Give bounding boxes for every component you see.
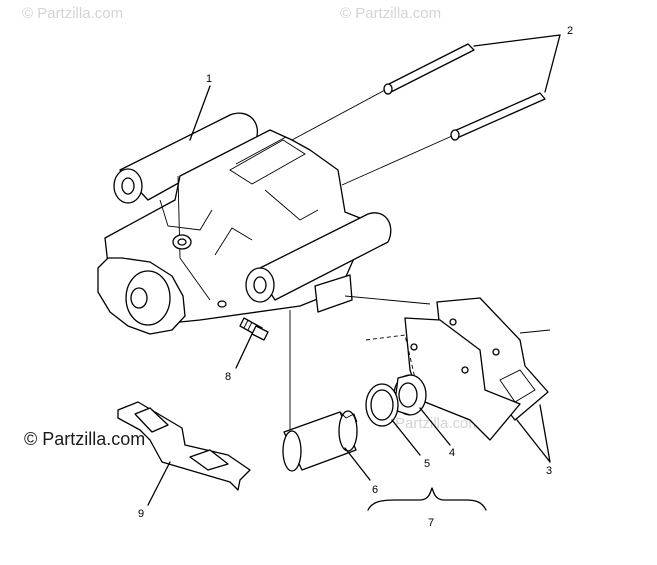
guide-line-right (519, 329, 551, 334)
callout-4: 4 (449, 447, 455, 459)
leader-3b (539, 404, 551, 463)
callout-3: 3 (546, 465, 552, 477)
leader-2a (473, 34, 561, 47)
callout-8: 8 (225, 371, 231, 383)
watermark-left: © Partzilla.com (24, 429, 145, 449)
callout-6: 6 (372, 484, 378, 496)
pad-clip (117, 401, 251, 491)
leader-5 (391, 419, 421, 456)
watermark-center: Partzilla.com (395, 415, 481, 432)
guide-line-upper (291, 89, 386, 141)
callout-1: 1 (206, 73, 212, 85)
bleeder-screw (239, 317, 269, 341)
bracket-7 (367, 487, 487, 511)
caliper-body (97, 112, 392, 335)
callout-2: 2 (567, 25, 573, 37)
leader-6 (344, 447, 371, 481)
leader-8 (235, 333, 253, 369)
pin-upper (383, 43, 475, 95)
callout-7: 7 (428, 517, 434, 529)
guide-line-lower (341, 135, 453, 186)
brake-pad-assembly (365, 297, 549, 441)
callout-9: 9 (138, 508, 144, 520)
leader-1 (189, 85, 211, 141)
callout-5: 5 (424, 458, 430, 470)
pin-lower (450, 92, 546, 141)
watermark-top-left: © Partzilla.com (22, 5, 123, 22)
piston (282, 410, 358, 472)
guide-line-pad (344, 295, 431, 305)
leader-2b (544, 34, 561, 93)
leader-3a (516, 419, 551, 463)
dust-boot (365, 383, 399, 427)
leader-4 (419, 407, 451, 446)
watermark-top-mid: © Partzilla.com (340, 5, 441, 22)
leader-9 (147, 461, 171, 506)
